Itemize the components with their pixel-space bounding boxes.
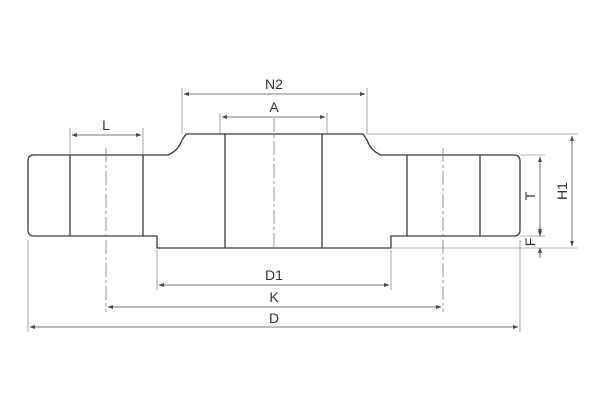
label-t: T xyxy=(522,191,538,200)
body-outline xyxy=(70,133,480,249)
label-k: K xyxy=(269,289,279,305)
label-n2: N2 xyxy=(265,76,283,92)
center-lines xyxy=(105,118,444,312)
label-d1: D1 xyxy=(265,267,283,283)
label-h1: H1 xyxy=(554,182,570,200)
dimension-labels: N2 A L D1 K D T H1 F xyxy=(102,76,570,326)
right-hub-section xyxy=(321,133,408,249)
label-l: L xyxy=(102,117,110,133)
label-a: A xyxy=(269,99,279,115)
label-d: D xyxy=(269,310,279,326)
extension-lines xyxy=(27,88,578,332)
left-hub-section xyxy=(142,133,226,249)
hatched-sections xyxy=(27,133,521,249)
left-rim-section xyxy=(27,154,71,237)
label-f: F xyxy=(522,238,538,247)
dimension-lines xyxy=(29,92,574,329)
right-rim-section xyxy=(479,154,521,237)
